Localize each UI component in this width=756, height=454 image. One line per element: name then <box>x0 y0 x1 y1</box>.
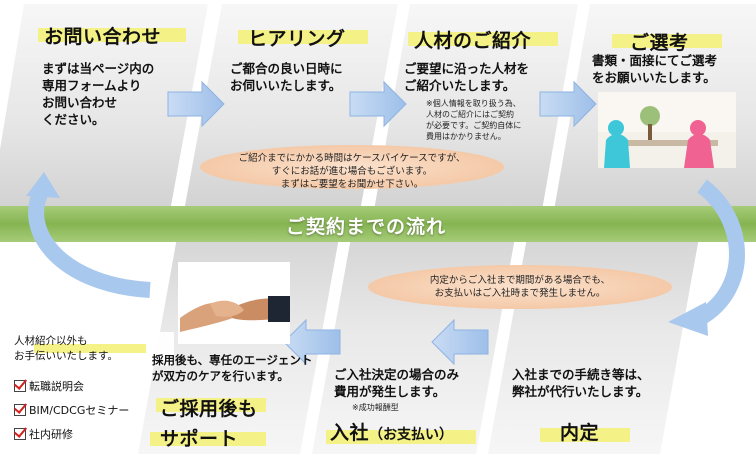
step-joining-title: 入社 <box>330 422 370 444</box>
step-inquiry-body: まずは当ページ内の 専用フォームより お問い合わせ ください。 <box>42 61 155 127</box>
arrow-right-1 <box>167 80 225 128</box>
note-oval-bottom-text: 内定からご入社まで期間がある場合でも、 お支払いはご入社時まで発生しません。 <box>429 275 611 299</box>
meeting-photo <box>598 92 736 168</box>
step-joining-title-suffix: （お支払い） <box>369 427 454 443</box>
handshake-photo <box>178 262 290 344</box>
step-joining-body: ご入社決定の場合のみ 費用が発生します。 <box>334 367 460 399</box>
step-offer-title: 内定 <box>560 422 600 444</box>
checkmark-icon <box>14 380 26 392</box>
checkmark-icon <box>14 404 26 416</box>
step-selection-title: ご選考 <box>630 32 689 54</box>
step-hearing-title: ヒアリング <box>248 28 346 50</box>
step-support-title: ご採用後も サポート <box>160 398 258 450</box>
step-inquiry-title: お問い合わせ <box>44 26 162 48</box>
curved-arrow-right <box>695 179 745 325</box>
step-support-body: 採用後も、専任のエージェント が双方のケアを行います。 <box>152 353 313 383</box>
arrow-right-3 <box>539 80 597 128</box>
step-joining-title-wrap: 入社（お支払い） <box>330 418 453 445</box>
arrow-right-2 <box>349 80 407 128</box>
checklist-label: 社内研修 <box>29 428 73 441</box>
note-oval-bottom <box>368 265 672 309</box>
checklist-item: 転職説明会 <box>14 378 84 394</box>
checklist-label: BIM/CDCGセミナー <box>29 404 130 417</box>
step-offer-body: 入社までの手続き等は、 弊社が代行いたします。 <box>512 367 650 399</box>
panel-top-1 <box>0 4 208 222</box>
step-joining-note: ※成功報酬型 <box>352 403 399 412</box>
curved-arrow-left <box>28 186 151 298</box>
step-introduction-title: 人材のご紹介 <box>414 30 532 52</box>
step-introduction-body: ご要望に沿った人材を ご紹介いたします。 <box>404 61 530 93</box>
note-oval-top <box>200 145 504 189</box>
note-oval-top-text: ご紹介までにかかる時間はケースバイケースですが、 すぐにお話が進む場合もございま… <box>238 153 466 190</box>
arrow-left-1 <box>431 318 489 366</box>
step-introduction-note: ※個人情報を取り扱う為、 人材のご紹介にはご契約 が必要です。ご契約自体に 費用… <box>426 99 522 141</box>
side-box-text: 人材紹介以外も お手伝いいたします。 <box>14 335 118 362</box>
contract-band <box>0 206 756 242</box>
checklist-label: 転職説明会 <box>29 380 84 393</box>
checkmark-icon <box>14 428 26 440</box>
contract-flow-label: ご契約までの流れ <box>286 216 447 238</box>
checklist-item: BIM/CDCGセミナー <box>14 402 129 418</box>
step-selection-body: 書類・面接にてご選考 をお願いいたします。 <box>592 53 718 85</box>
arrow-left-2 <box>283 318 341 366</box>
step-hearing-body: ご都合の良い日時に お伺いいたします。 <box>230 61 343 93</box>
checklist-item: 社内研修 <box>14 426 73 442</box>
